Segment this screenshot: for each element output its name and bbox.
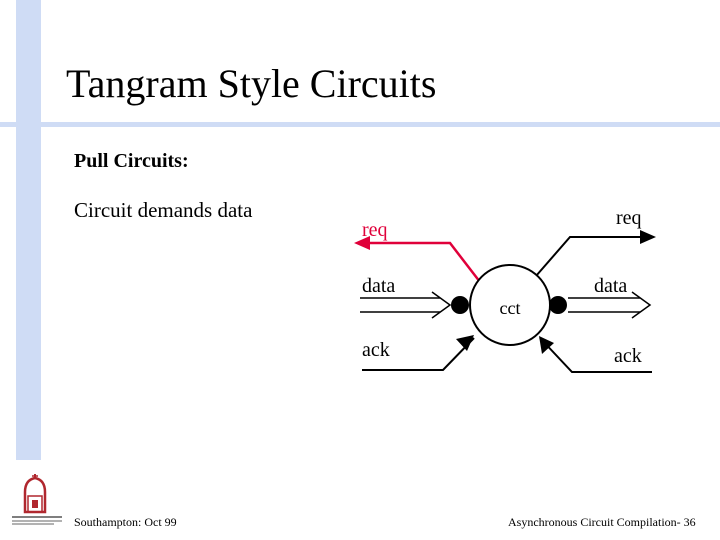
right-data-arrow (568, 291, 652, 319)
right-ack-label: ack (614, 345, 642, 367)
handshake-diagram: req req data data ack ack cct (354, 207, 656, 373)
right-active-port-dot (549, 296, 567, 314)
right-ack-arrow (539, 336, 652, 373)
left-req-arrow (354, 236, 481, 283)
section-heading: Pull Circuits: (74, 150, 189, 172)
side-accent-bar (16, 0, 41, 460)
left-data-label: data (362, 275, 395, 297)
left-ack-label: ack (362, 339, 390, 361)
left-active-port-dot (451, 296, 469, 314)
title-rule (0, 122, 720, 127)
right-req-label: req (616, 207, 642, 229)
right-data-label: data (594, 275, 627, 297)
right-req-arrow (535, 230, 656, 277)
circuit-node-label: cct (500, 298, 521, 318)
university-logo-icon (12, 474, 62, 525)
left-data-arrow (360, 291, 452, 319)
footer-right: Asynchronous Circuit Compilation- 36 (508, 515, 696, 529)
body-text: Circuit demands data (74, 198, 253, 222)
slide-title: Tangram Style Circuits (66, 61, 437, 106)
left-req-label: req (362, 219, 388, 241)
left-ack-arrow (362, 335, 475, 371)
footer-left: Southampton: Oct 99 (74, 515, 177, 529)
